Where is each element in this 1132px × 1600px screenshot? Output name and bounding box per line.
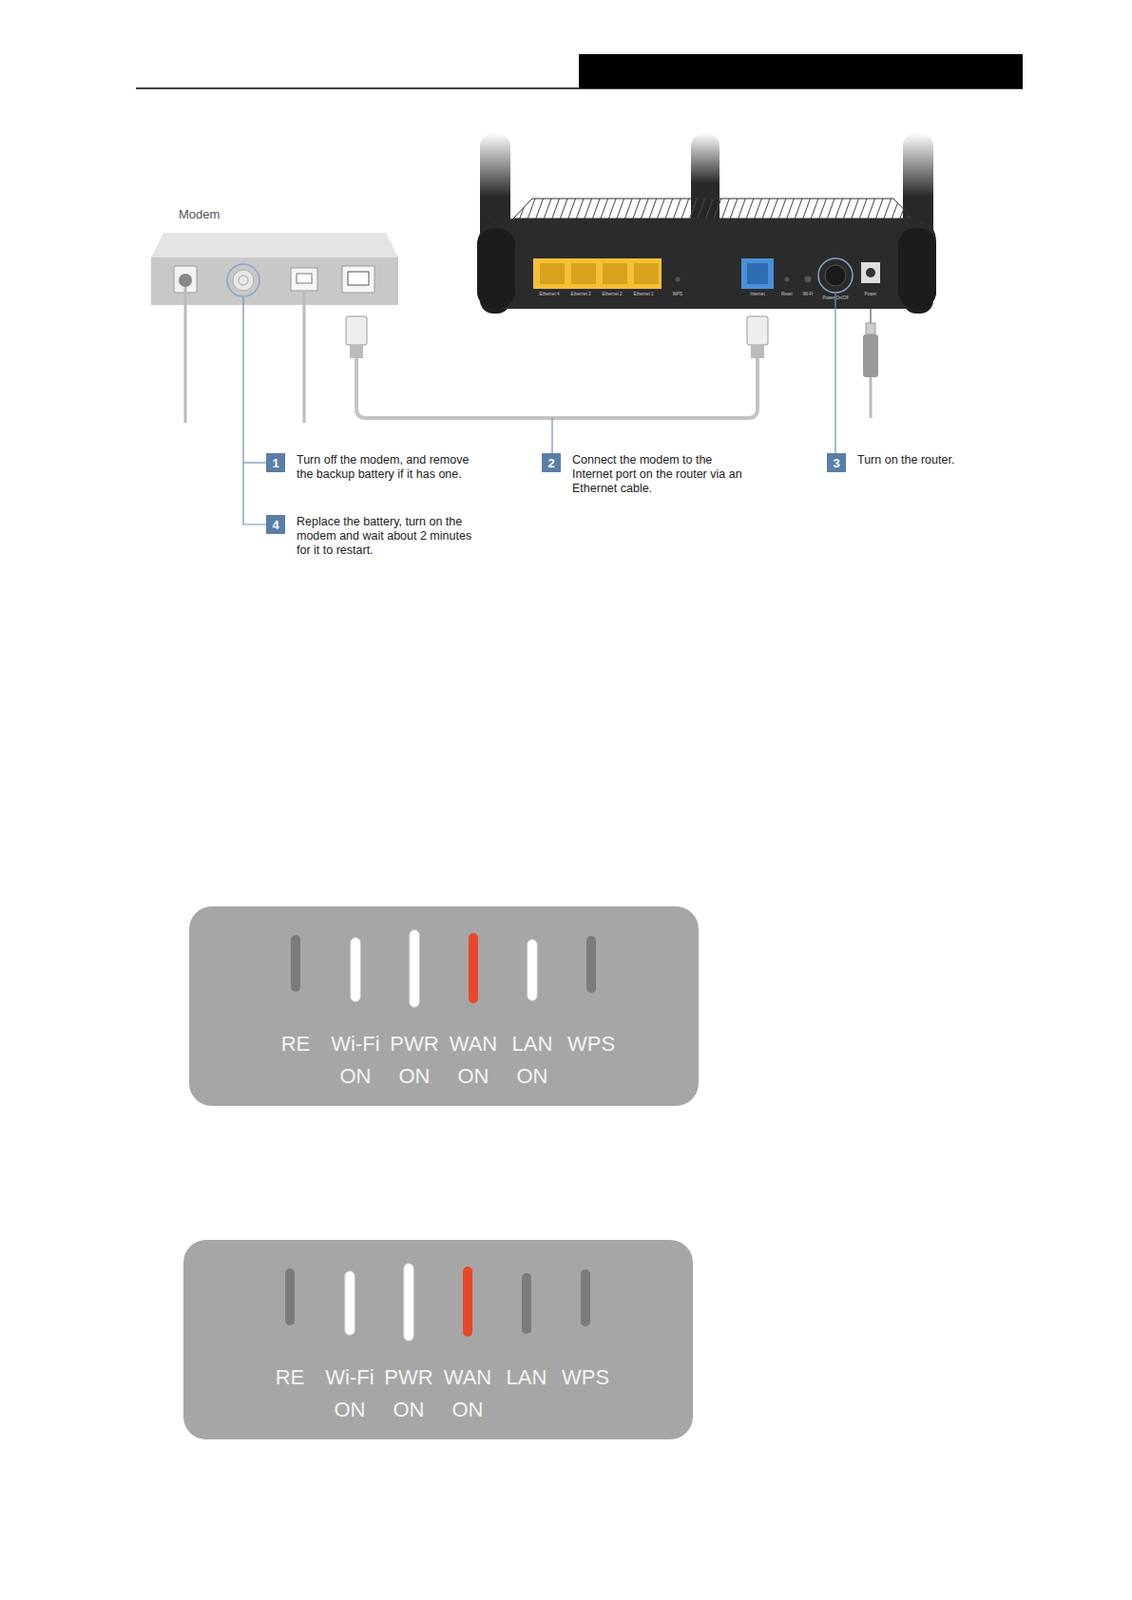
router (477, 133, 937, 314)
ethernet-cable (345, 316, 768, 419)
callout: 4Replace the battery, turn on the modem … (266, 515, 480, 535)
led-label: WAN (449, 1032, 499, 1057)
led-state: ON (399, 1064, 431, 1090)
led-label: WPS (561, 1365, 610, 1391)
led-label: RE (275, 1365, 306, 1391)
led-panel: RE Wi-Fi PWR WAN LAN WPS ON ON ON (183, 1240, 693, 1440)
led-state: ON (393, 1398, 425, 1423)
port-label: Ethernet 2 (602, 291, 623, 299)
led-label: PWR (383, 1365, 433, 1391)
port-label: Internet (749, 291, 765, 299)
led-label: RE (281, 1032, 311, 1057)
port-label: Ethernet 1 (633, 291, 654, 299)
led-state: ON (517, 1064, 549, 1090)
callout-text: Replace the battery, turn on the modem a… (296, 515, 478, 558)
callout-number: 3 (826, 453, 846, 473)
header-bar (578, 54, 1023, 89)
modem (151, 232, 399, 423)
callout: 3 Turn on the router. (826, 453, 1040, 473)
led-label: Wi-Fi (325, 1365, 374, 1391)
device-label: Modem (178, 207, 220, 222)
port-label: Reset (781, 291, 793, 299)
led-label: Wi-Fi (330, 1032, 380, 1057)
led-state: ON (452, 1398, 484, 1423)
port-label: Ethernet 3 (571, 291, 592, 299)
port-label: Power (864, 291, 878, 299)
port-label: WPS (672, 291, 683, 299)
led-label: PWR (389, 1032, 439, 1057)
port-label: Wi-Fi (803, 291, 814, 299)
led-lights (189, 906, 699, 1107)
port-label: Ethernet 4 (539, 291, 560, 299)
led-state: ON (334, 1398, 366, 1423)
callout: 1Turn off the modem, and remove the back… (266, 453, 480, 473)
callout-text: Turn on the router. (857, 453, 1038, 468)
led-lights (183, 1240, 693, 1440)
power-plug (863, 308, 879, 419)
port-label: Power On/Off (822, 295, 848, 303)
led-label: WPS (567, 1032, 615, 1057)
callout-number: 2 (541, 453, 561, 473)
led-label: LAN (506, 1365, 548, 1391)
callout-text: Connect the modem to the Internet port o… (572, 453, 753, 497)
led-label: WAN (443, 1365, 493, 1391)
callout-number: 4 (266, 515, 286, 535)
callout: 2Connect the modem to the Internet port … (541, 453, 755, 473)
callout-text: Turn off the modem, and remove the backu… (296, 453, 478, 482)
callout-number: 1 (266, 453, 286, 473)
led-state: ON (340, 1064, 372, 1090)
led-label: LAN (512, 1032, 554, 1057)
led-panel: RE Wi-Fi PWR WAN LAN WPS ON ON ON ON (189, 906, 699, 1107)
led-state: ON (458, 1064, 490, 1090)
leader-lines (243, 293, 836, 525)
